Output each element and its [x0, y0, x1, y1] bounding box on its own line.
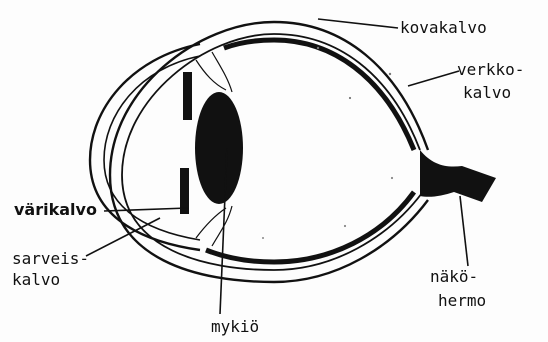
label-retina-line1: verkko-	[457, 61, 524, 79]
leader-line-retina	[408, 71, 459, 86]
speckle-dot	[349, 97, 351, 99]
label-iris: värikalvo	[14, 201, 97, 219]
label-cornea-line2: kalvo	[12, 271, 60, 289]
ciliary-body-upper	[196, 52, 232, 92]
label-retina-line2: kalvo	[463, 84, 511, 102]
label-cornea-line1: sarveis-	[12, 250, 89, 268]
speckle-dot	[391, 177, 393, 179]
label-lens: mykiö	[211, 318, 259, 336]
speckle-dot	[317, 47, 319, 49]
ciliary-body-lower	[196, 206, 232, 246]
leader-line-sclera	[318, 19, 398, 28]
leader-line-optic-nerve	[460, 196, 468, 266]
label-sclera: kovakalvo	[400, 19, 487, 37]
speckle-dot	[344, 225, 346, 227]
sclera-inner-outline	[122, 34, 422, 270]
speckle-dot	[389, 73, 391, 75]
lens-shape	[195, 92, 243, 204]
label-optic-nerve-line2: hermo	[438, 292, 486, 310]
iris-lower-bar	[180, 168, 189, 214]
optic-nerve-shape	[420, 150, 496, 202]
label-optic-nerve-line1: näkö-	[430, 268, 478, 286]
speckle-dot	[262, 237, 264, 239]
iris-upper-bar	[183, 72, 192, 120]
